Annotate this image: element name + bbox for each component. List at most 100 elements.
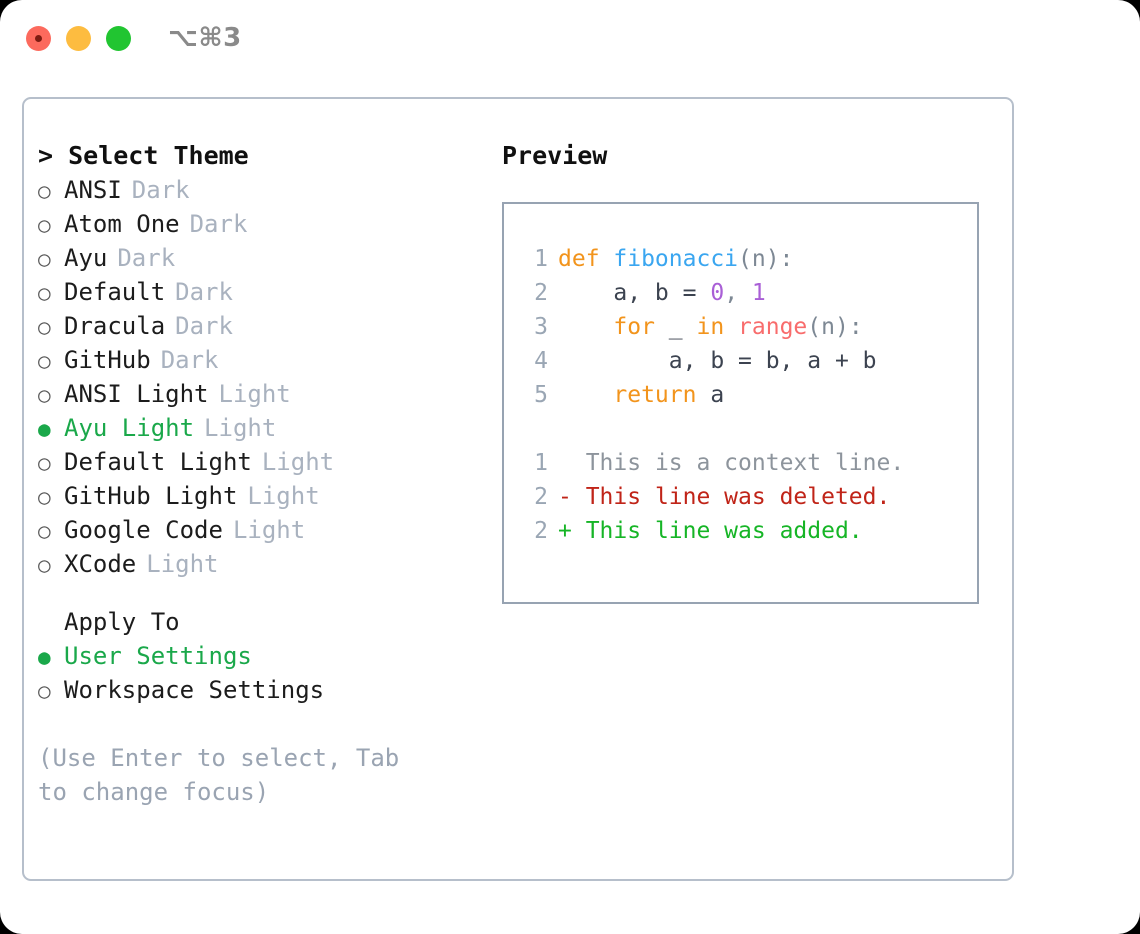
radio-unselected-icon: ○	[38, 315, 51, 339]
theme-name: ANSI	[64, 176, 122, 204]
theme-option-github[interactable]: ○ GitHub Dark	[38, 343, 488, 377]
code-line: 2 a, b = 0, 1	[520, 276, 977, 310]
theme-name: ANSI Light	[64, 380, 209, 408]
diff-content: This line was deleted.	[585, 484, 891, 510]
theme-variant-tag: Dark	[175, 278, 233, 306]
theme-variant-tag: Dark	[131, 176, 190, 204]
diff-sample: 1 This is a context line.2- This line wa…	[520, 446, 977, 548]
diff-content: This line was added.	[585, 518, 863, 544]
code-text: a, b = 0, 1	[548, 280, 766, 306]
radio-unselected-icon: ○	[38, 247, 51, 271]
apply-to-list[interactable]: ●User Settings○Workspace Settings	[38, 639, 488, 707]
diff-text: + This line was added.	[548, 518, 863, 544]
radio-unselected-icon: ○	[38, 349, 51, 373]
code-line: 4 a, b = b, a + b	[520, 344, 977, 378]
theme-variant-tag: Dark	[189, 210, 248, 238]
minimize-button[interactable]	[66, 26, 91, 51]
radio-unselected-icon: ○	[38, 679, 51, 703]
code-text: return a	[548, 382, 724, 408]
theme-variant-tag: Light	[218, 380, 291, 408]
diff-line: 2- This line was deleted.	[520, 480, 977, 514]
code-text: a, b = b, a + b	[548, 348, 877, 374]
diff-content: This is a context line.	[585, 450, 905, 476]
line-number: 5	[534, 382, 548, 408]
theme-name: XCode	[64, 550, 137, 578]
apply-to-header: Apply To	[64, 608, 180, 636]
code-token: _	[654, 314, 697, 340]
diff-line: 2+ This line was added.	[520, 514, 977, 548]
code-token: in	[696, 314, 739, 340]
code-token: a, b =	[558, 280, 711, 306]
theme-option-ayu[interactable]: ○ Ayu Dark	[38, 241, 488, 275]
theme-option-ayu-light[interactable]: ● Ayu Light Light	[38, 411, 488, 445]
radio-unselected-icon: ○	[38, 281, 51, 305]
diff-marker	[558, 450, 586, 476]
code-token: (n):	[807, 314, 863, 340]
diff-text: - This line was deleted.	[548, 484, 890, 510]
keyboard-hint-text: (Use Enter to select, Tab to change focu…	[38, 744, 400, 806]
diff-text: This is a context line.	[548, 450, 905, 476]
theme-option-xcode[interactable]: ○ XCode Light	[38, 547, 488, 581]
theme-option-atom-one[interactable]: ○ Atom One Dark	[38, 207, 488, 241]
code-line: 3 for _ in range(n):	[520, 310, 977, 344]
radio-unselected-icon: ○	[38, 519, 51, 543]
theme-variant-tag: Light	[232, 516, 306, 544]
radio-unselected-icon: ○	[38, 383, 51, 407]
theme-option-ansi[interactable]: ○ ANSI Dark	[38, 173, 488, 207]
theme-name: Atom One	[64, 210, 180, 238]
theme-name: Default Light	[64, 448, 252, 476]
theme-name: Google Code	[64, 516, 223, 544]
theme-variant-tag: Light	[204, 414, 277, 442]
code-token: range	[738, 314, 808, 340]
theme-name: GitHub	[64, 346, 151, 374]
radio-selected-icon: ●	[38, 417, 51, 441]
line-number: 2	[534, 518, 548, 544]
code-token: 1	[751, 280, 766, 306]
apply-option-workspace-settings[interactable]: ○Workspace Settings	[38, 673, 488, 707]
theme-option-github-light[interactable]: ○ GitHub Light Light	[38, 479, 488, 513]
radio-selected-icon: ●	[38, 645, 51, 669]
code-token: a	[696, 382, 725, 408]
line-number: 1	[534, 450, 548, 476]
maximize-button[interactable]	[106, 26, 131, 51]
theme-variant-tag: Dark	[117, 244, 176, 272]
diff-line: 1 This is a context line.	[520, 446, 977, 480]
code-token: 0	[710, 280, 725, 306]
diff-marker: -	[558, 484, 586, 510]
theme-name: Ayu Light	[64, 414, 195, 442]
apply-option-user-settings[interactable]: ●User Settings	[38, 639, 488, 673]
theme-option-ansi-light[interactable]: ○ ANSI Light Light	[38, 377, 488, 411]
theme-name: Ayu	[64, 244, 108, 272]
radio-unselected-icon: ○	[38, 485, 51, 509]
theme-variant-tag: Light	[146, 550, 219, 578]
theme-variant-tag: Light	[261, 448, 335, 476]
code-text: def fibonacci(n):	[548, 246, 793, 272]
theme-variant-tag: Dark	[160, 346, 219, 374]
radio-unselected-icon: ○	[38, 213, 51, 237]
theme-option-google-code[interactable]: ○ Google Code Light	[38, 513, 488, 547]
close-icon	[35, 35, 42, 42]
code-token: ,	[724, 280, 752, 306]
theme-variant-tag: Light	[247, 482, 320, 510]
code-line: 5 return a	[520, 378, 977, 412]
code-token: a, b = b, a + b	[558, 348, 877, 374]
line-number: 2	[534, 280, 548, 306]
theme-name: Dracula	[64, 312, 166, 340]
title-bar: ⌥⌘3	[0, 0, 1140, 78]
radio-unselected-icon: ○	[38, 179, 51, 203]
code-token: for	[558, 314, 655, 340]
theme-name: GitHub Light	[64, 482, 238, 510]
radio-unselected-icon: ○	[38, 553, 51, 577]
code-diff-spacer	[520, 412, 977, 446]
line-number: 4	[534, 348, 548, 374]
